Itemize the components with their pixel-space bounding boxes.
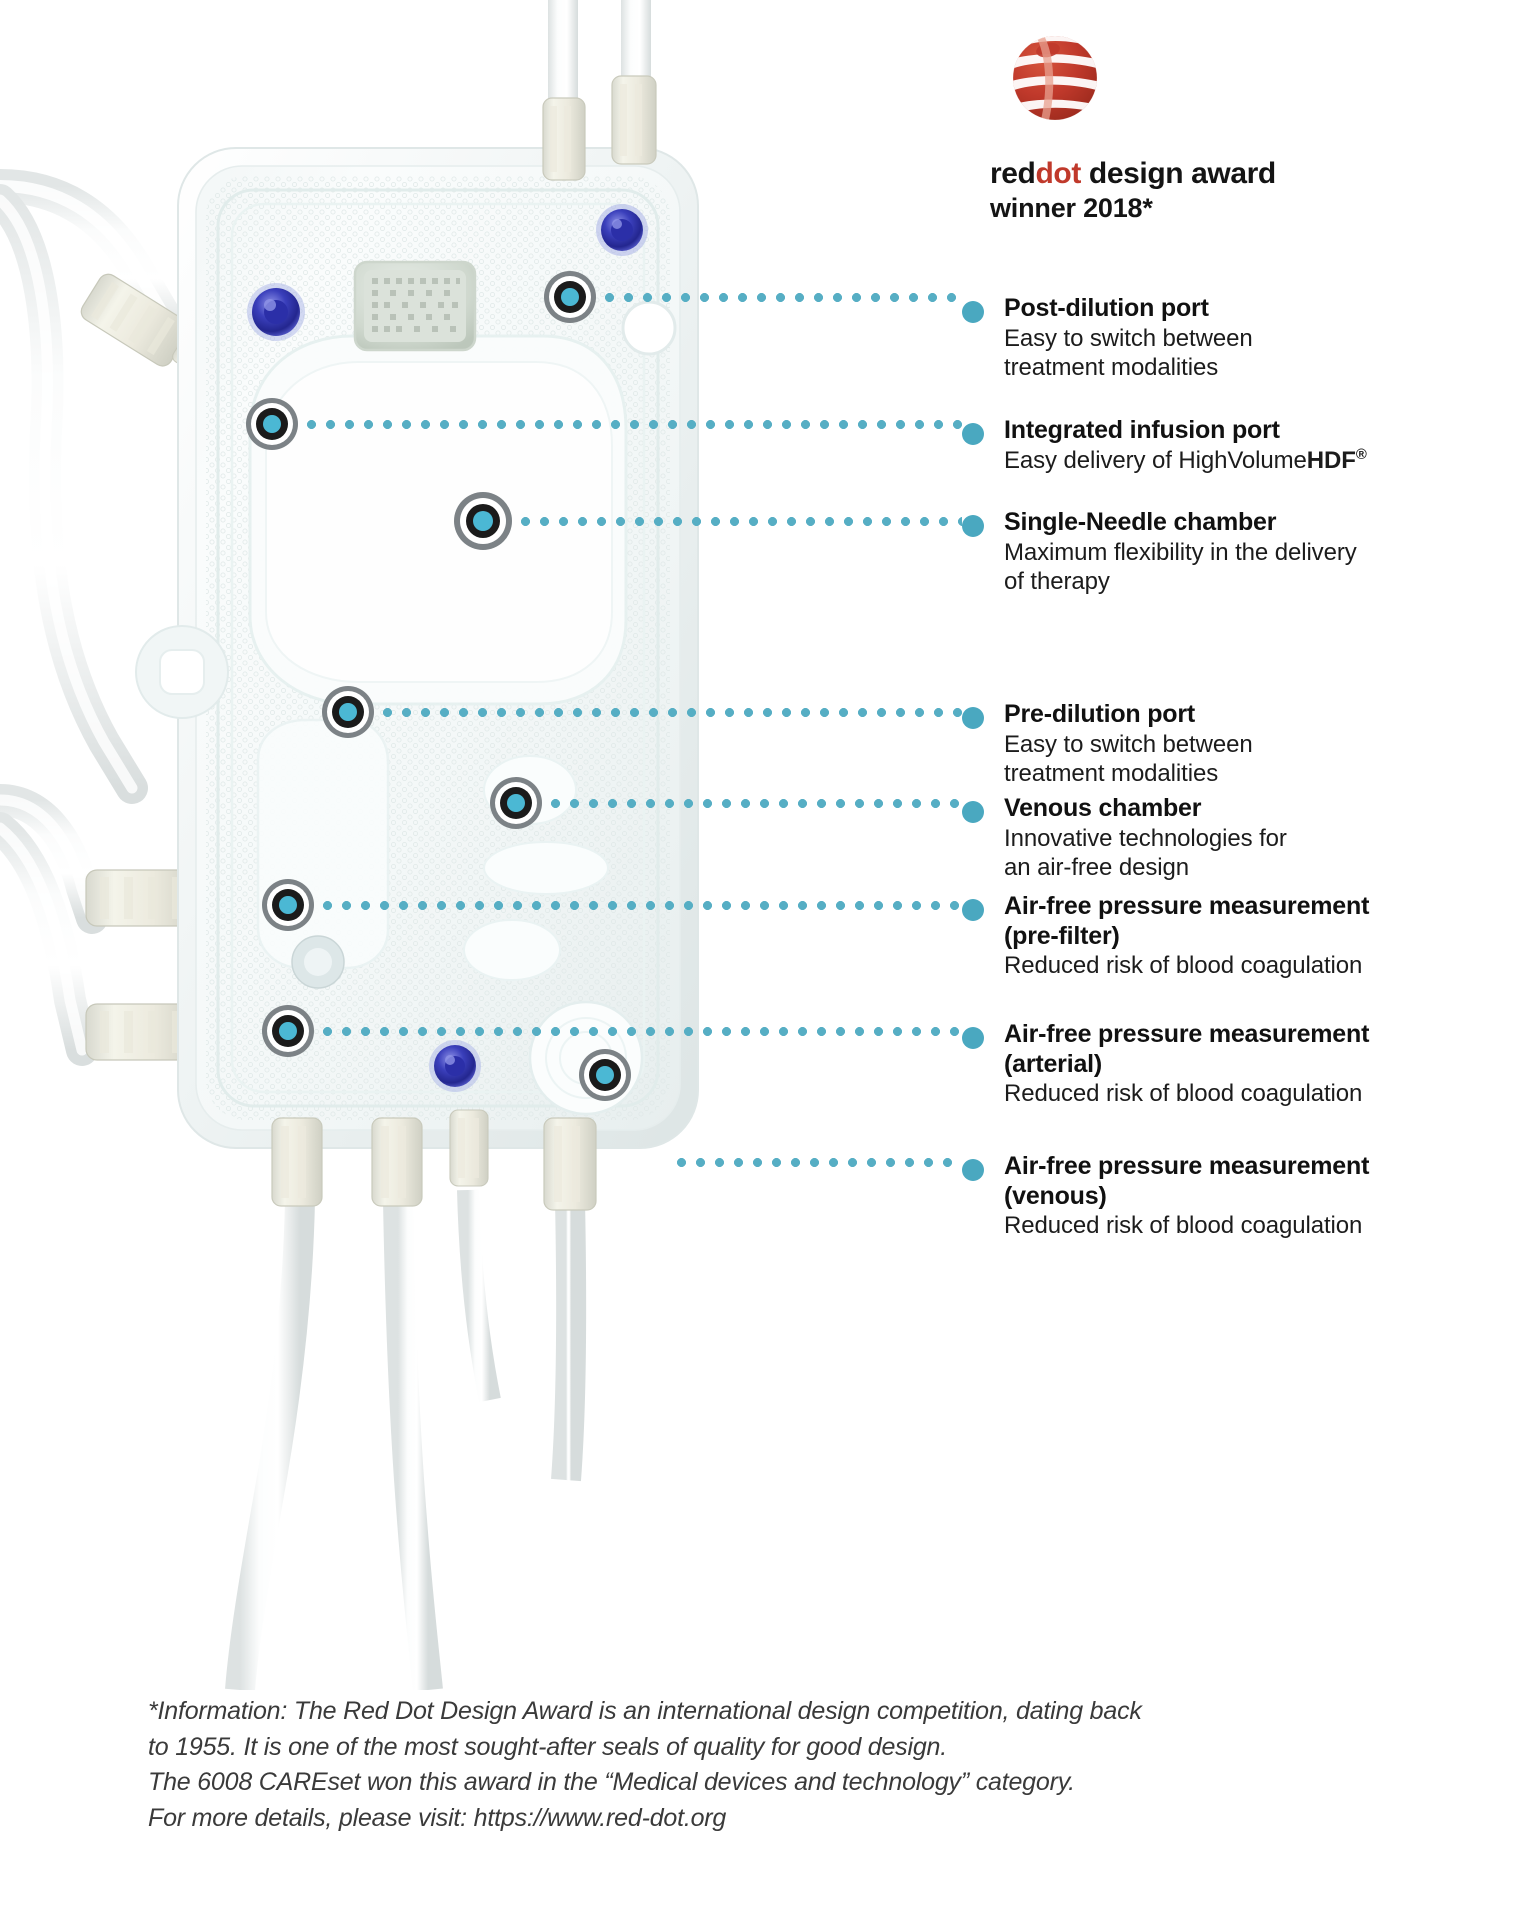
reddot-sphere-logo [1012, 35, 1098, 121]
footnote-line-4: For more details, please visit: https://… [148, 1803, 727, 1832]
callout-bullet-icon [962, 707, 984, 729]
connector-bottom-2 [371, 1117, 423, 1207]
cassette-body [135, 147, 699, 1149]
tube-left-lower [0, 784, 108, 1066]
blue-port-upper-left [247, 283, 305, 341]
connector-left-lower-b [85, 1003, 199, 1061]
callout-desc-line: Easy to switch between [1004, 324, 1253, 352]
connector-top-b [611, 75, 657, 165]
callout-title-line2: (venous) [1004, 1181, 1107, 1210]
footnote-line-2: to 1955. It is one of the most sought-af… [148, 1732, 947, 1761]
footnote-block: *Information: The Red Dot Design Award i… [148, 1694, 1378, 1836]
port-marker-integrated-infusion[interactable] [246, 398, 298, 450]
callout-title: Integrated infusion port [1004, 416, 1280, 444]
callout-bullet-icon [962, 301, 984, 323]
connector-bottom-3 [449, 1109, 489, 1187]
port-marker-pressure-arterial[interactable] [262, 1005, 314, 1057]
port-marker-pressure-venous[interactable] [579, 1049, 631, 1101]
port-marker-pressure-pre-filter[interactable] [262, 879, 314, 931]
callout-title: Pre-dilution port [1004, 700, 1196, 728]
tubes-bottom [225, 1189, 587, 1690]
blue-port-bottom [429, 1040, 481, 1092]
blue-port-top-right [596, 204, 648, 256]
device-illustration [0, 0, 699, 1690]
callout-air-free-pressure-pre-filter[interactable]: Air-free pressure measurement (pre-filte… [962, 892, 1369, 981]
callout-air-free-pressure-venous[interactable]: Air-free pressure measurement (venous) R… [962, 1152, 1369, 1241]
leader-line-pre-dilution [378, 708, 962, 717]
callout-desc-line: Easy delivery of HighVolumeHDF® [1004, 446, 1367, 474]
port-marker-single-needle[interactable] [454, 492, 512, 550]
callout-desc-line: Easy to switch between [1004, 730, 1253, 758]
callout-desc-line: treatment modalities [1004, 354, 1219, 382]
callout-bullet-icon [962, 515, 984, 537]
footnote-line-1: *Information: The Red Dot Design Award i… [148, 1697, 1142, 1725]
callout-title: Post-dilution port [1004, 294, 1209, 322]
award-dot-accent: dot [1035, 157, 1082, 190]
award-red: red [990, 157, 1036, 190]
callout-desc-line: treatment modalities [1004, 760, 1219, 788]
callout-venous-chamber[interactable]: Venous chamber Innovative technologies f… [962, 794, 1287, 883]
award-subtitle: winner 2018* [990, 193, 1153, 223]
connector-bottom-1 [271, 1117, 323, 1207]
callout-desc-line: Reduced risk of blood coagulation [1004, 952, 1363, 979]
device-svg [0, 0, 699, 1690]
callout-desc-line: of therapy [1004, 568, 1110, 596]
port-marker-post-dilution[interactable] [544, 271, 596, 323]
callout-bullet-icon [962, 423, 984, 445]
callout-title-line2: (pre-filter) [1004, 921, 1120, 950]
callout-bullet-icon [962, 1159, 984, 1181]
callout-title: Single-Needle chamber [1004, 508, 1277, 536]
callout-title: Air-free pressure measurement [1004, 892, 1370, 920]
leader-line-single-needle [516, 517, 962, 526]
port-marker-pre-dilution[interactable] [322, 686, 374, 738]
leader-line-post-dilution [600, 293, 962, 302]
connector-bottom-4 [543, 1117, 597, 1211]
reddot-award-badge: reddot design award winner 2018* [990, 28, 1410, 224]
hdf-bold: HDF [1306, 446, 1356, 474]
footnote-line-3: The 6008 CAREset won this award in the “… [148, 1768, 1075, 1796]
leader-line-pressure-art [318, 1027, 962, 1036]
leader-line-venous-chamber [546, 799, 962, 808]
connector-top-a [542, 97, 586, 181]
callout-title-line2: (arterial) [1004, 1049, 1103, 1078]
callout-desc-line: Innovative technologies for [1004, 824, 1287, 852]
callout-bullet-icon [962, 899, 984, 921]
award-title: reddot design award [990, 157, 1410, 191]
leader-line-pressure-pre [318, 901, 962, 910]
callout-desc-line: Reduced risk of blood coagulation [1004, 1212, 1363, 1239]
award-rest: design award [1080, 157, 1276, 190]
callout-integrated-infusion-port[interactable]: Integrated infusion port Easy delivery o… [962, 416, 1367, 475]
callout-air-free-pressure-arterial[interactable]: Air-free pressure measurement (arterial)… [962, 1020, 1369, 1109]
callout-single-needle-chamber[interactable]: Single-Needle chamber Maximum flexibilit… [962, 508, 1357, 597]
chip-window [353, 260, 477, 352]
callout-title: Air-free pressure measurement [1004, 1020, 1370, 1048]
leader-line-pressure-ven [672, 1158, 962, 1167]
tube-left-mid [0, 184, 148, 804]
callout-bullet-icon [962, 801, 984, 823]
callout-pre-dilution-port[interactable]: Pre-dilution port Easy to switch between… [962, 700, 1253, 789]
tube-left-upper [0, 169, 193, 353]
callout-post-dilution-port[interactable]: Post-dilution port Easy to switch betwee… [962, 294, 1253, 383]
callout-title: Venous chamber [1004, 794, 1202, 822]
callout-desc-line: Maximum flexibility in the delivery [1004, 538, 1357, 566]
leader-line-infusion-port [302, 420, 962, 429]
tube-top-left [548, 0, 651, 108]
port-marker-venous-chamber[interactable] [490, 777, 542, 829]
registered-mark: ® [1355, 446, 1367, 463]
callout-desc-line: an air-free design [1004, 854, 1189, 882]
callout-desc-line: Reduced risk of blood coagulation [1004, 1080, 1363, 1107]
callout-title: Air-free pressure measurement [1004, 1152, 1370, 1180]
callout-bullet-icon [962, 1027, 984, 1049]
